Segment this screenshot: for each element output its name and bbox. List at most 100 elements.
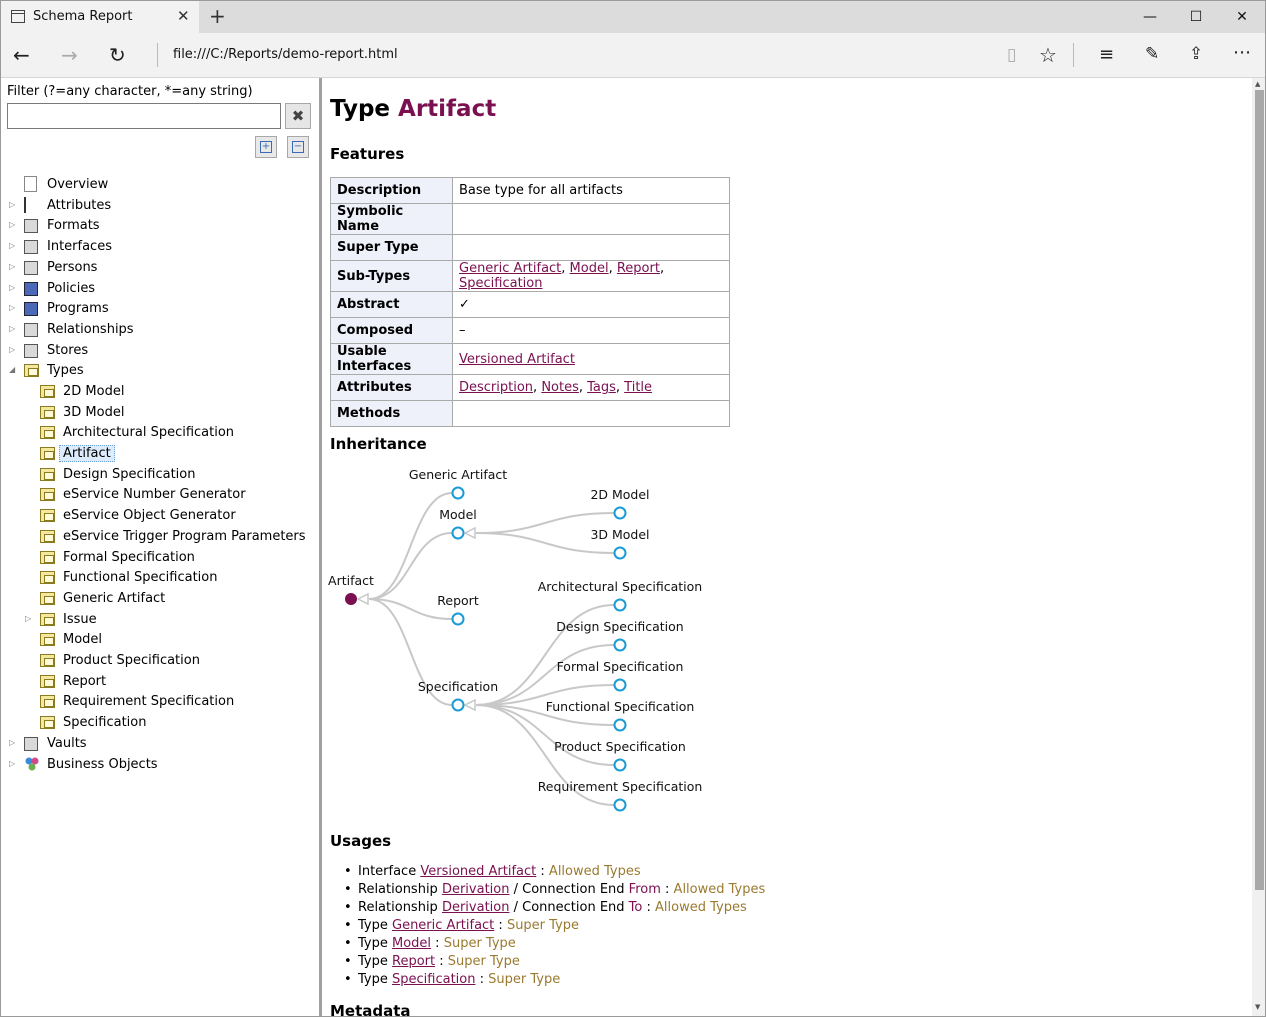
new-tab-button[interactable]: +	[209, 4, 226, 28]
usage-link[interactable]: Derivation	[441, 882, 510, 897]
attribute-link[interactable]: Title	[624, 380, 653, 395]
collapse-all-button[interactable]: −	[287, 136, 309, 158]
tree-item-label: Product Specification	[63, 653, 200, 668]
tree-item[interactable]: ▷Programs	[1, 300, 319, 320]
persons-icon	[24, 261, 38, 275]
filter-label: Filter (?=any character, *=any string)	[7, 84, 253, 99]
tree-item-label: Artifact	[59, 445, 115, 462]
scroll-thumb[interactable]	[1255, 90, 1264, 890]
tree-item[interactable]: Artifact	[1, 445, 319, 465]
expand-arrow-icon[interactable]: ▷	[9, 738, 16, 747]
minimize-button[interactable]: —	[1143, 9, 1157, 25]
browser-tab[interactable]: Schema Report ✕	[1, 1, 199, 33]
expand-arrow-icon[interactable]: ▷	[9, 283, 16, 292]
more-icon[interactable]: ⋯	[1233, 42, 1251, 63]
tree-item[interactable]: Product Specification	[1, 652, 319, 672]
collapse-arrow-icon[interactable]: ◢	[9, 365, 16, 374]
address-bar[interactable]: file:///C:/Reports/demo-report.html	[173, 47, 398, 62]
tree-item[interactable]: eService Object Generator	[1, 507, 319, 527]
tree-item-label: Business Objects	[47, 757, 158, 772]
tree-item[interactable]: Requirement Specification	[1, 693, 319, 713]
tree-item[interactable]: Model	[1, 631, 319, 651]
close-tab-icon[interactable]: ✕	[177, 7, 190, 25]
back-icon[interactable]: ←	[13, 43, 30, 67]
tree-item[interactable]: ▷Attributes	[1, 197, 319, 217]
tree-item[interactable]: Generic Artifact	[1, 590, 319, 610]
tree-item[interactable]: Overview	[1, 176, 319, 196]
usage-link[interactable]: Report	[392, 954, 436, 969]
tree-item[interactable]: Functional Specification	[1, 569, 319, 589]
refresh-icon[interactable]: ↻	[109, 43, 126, 67]
attribute-link[interactable]: Description	[459, 380, 534, 395]
usage-link[interactable]: Generic Artifact	[392, 918, 495, 933]
tree-item-label: Formats	[47, 218, 100, 233]
usages-heading: Usages	[330, 832, 392, 850]
tree-item[interactable]: 2D Model	[1, 383, 319, 403]
sub-type-link[interactable]: Model	[569, 261, 609, 276]
tree-item[interactable]: Formal Specification	[1, 549, 319, 569]
maximize-button[interactable]: ☐	[1189, 9, 1203, 25]
tree-item[interactable]: eService Number Generator	[1, 486, 319, 506]
attribute-link[interactable]: Notes	[541, 380, 579, 395]
expand-arrow-icon[interactable]: ▷	[9, 220, 16, 229]
tree-item[interactable]: 3D Model	[1, 404, 319, 424]
tree-item-label: Specification	[63, 715, 147, 730]
reading-view-icon[interactable]: ▯	[1007, 45, 1017, 65]
usage-link[interactable]: Model	[392, 936, 432, 951]
tree-item[interactable]: ▷Relationships	[1, 321, 319, 341]
close-window-button[interactable]: ✕	[1236, 9, 1248, 25]
clear-filter-button[interactable]: ✖	[285, 103, 311, 129]
tree-item[interactable]: ▷Policies	[1, 280, 319, 300]
tree-item-label: Generic Artifact	[63, 591, 166, 606]
favorite-star-icon[interactable]: ☆	[1039, 43, 1057, 67]
node-circle	[451, 612, 465, 626]
tree-item[interactable]: ▷ Formats	[1, 217, 319, 237]
interface-link[interactable]: Versioned Artifact	[459, 351, 575, 367]
tree-item[interactable]: Report	[1, 673, 319, 693]
tree-item[interactable]: ▷ Business Objects	[1, 756, 319, 776]
expand-arrow-icon[interactable]: ▷	[25, 614, 32, 623]
tree-item[interactable]: ▷Issue	[1, 611, 319, 631]
expand-all-button[interactable]: +	[255, 136, 277, 158]
expand-arrow-icon[interactable]: ▷	[9, 759, 16, 768]
tree-item[interactable]: Specification	[1, 714, 319, 734]
usage-link[interactable]: Versioned Artifact	[420, 864, 537, 879]
tree-item[interactable]: ▷Interfaces	[1, 238, 319, 258]
sub-type-link[interactable]: Report	[616, 261, 660, 276]
tree-item[interactable]: ▷Stores	[1, 342, 319, 362]
expand-arrow-icon[interactable]: ▷	[9, 303, 16, 312]
forward-icon[interactable]: →	[61, 43, 78, 67]
tree-item[interactable]: ▷Persons	[1, 259, 319, 279]
sub-type-link[interactable]: Specification	[459, 276, 543, 291]
feature-key: Super Type	[330, 234, 453, 261]
tree-item[interactable]: ▷Vaults	[1, 735, 319, 755]
sub-type-link[interactable]: Generic Artifact	[459, 261, 562, 276]
node-label: 3D Model	[590, 527, 649, 542]
expand-arrow-icon[interactable]: ▷	[9, 345, 16, 354]
expand-arrow-icon[interactable]: ▷	[9, 200, 16, 209]
vertical-scrollbar[interactable]: ▲ ▼	[1252, 78, 1265, 1016]
scroll-down-icon[interactable]: ▼	[1255, 1003, 1261, 1011]
title-prefix: Type	[330, 96, 391, 122]
tree-item[interactable]: ◢ Types	[1, 362, 319, 382]
hub-icon[interactable]: ≡	[1099, 44, 1115, 65]
table-row: Composed –	[330, 317, 730, 344]
tree-item-label: Overview	[47, 177, 109, 192]
tree-item-label: Design Specification	[63, 467, 196, 482]
filter-input[interactable]	[7, 103, 281, 129]
usage-link[interactable]: Derivation	[441, 900, 510, 915]
node-label: Requirement Specification	[538, 779, 703, 794]
share-icon[interactable]: ⇪	[1189, 44, 1204, 64]
pane-splitter[interactable]	[319, 78, 322, 1016]
expand-arrow-icon[interactable]: ▷	[9, 262, 16, 271]
tree-item-label: Types	[47, 363, 84, 378]
expand-arrow-icon[interactable]: ▷	[9, 324, 16, 333]
tree-item[interactable]: eService Trigger Program Parameters	[1, 528, 319, 548]
web-note-icon[interactable]: ✎	[1145, 44, 1160, 64]
scroll-up-icon[interactable]: ▲	[1255, 80, 1261, 88]
usage-link[interactable]: Specification	[392, 972, 476, 987]
tree-item[interactable]: Design Specification	[1, 466, 319, 486]
attribute-link[interactable]: Tags	[587, 380, 616, 395]
expand-arrow-icon[interactable]: ▷	[9, 241, 16, 250]
tree-item[interactable]: Architectural Specification	[1, 424, 319, 444]
